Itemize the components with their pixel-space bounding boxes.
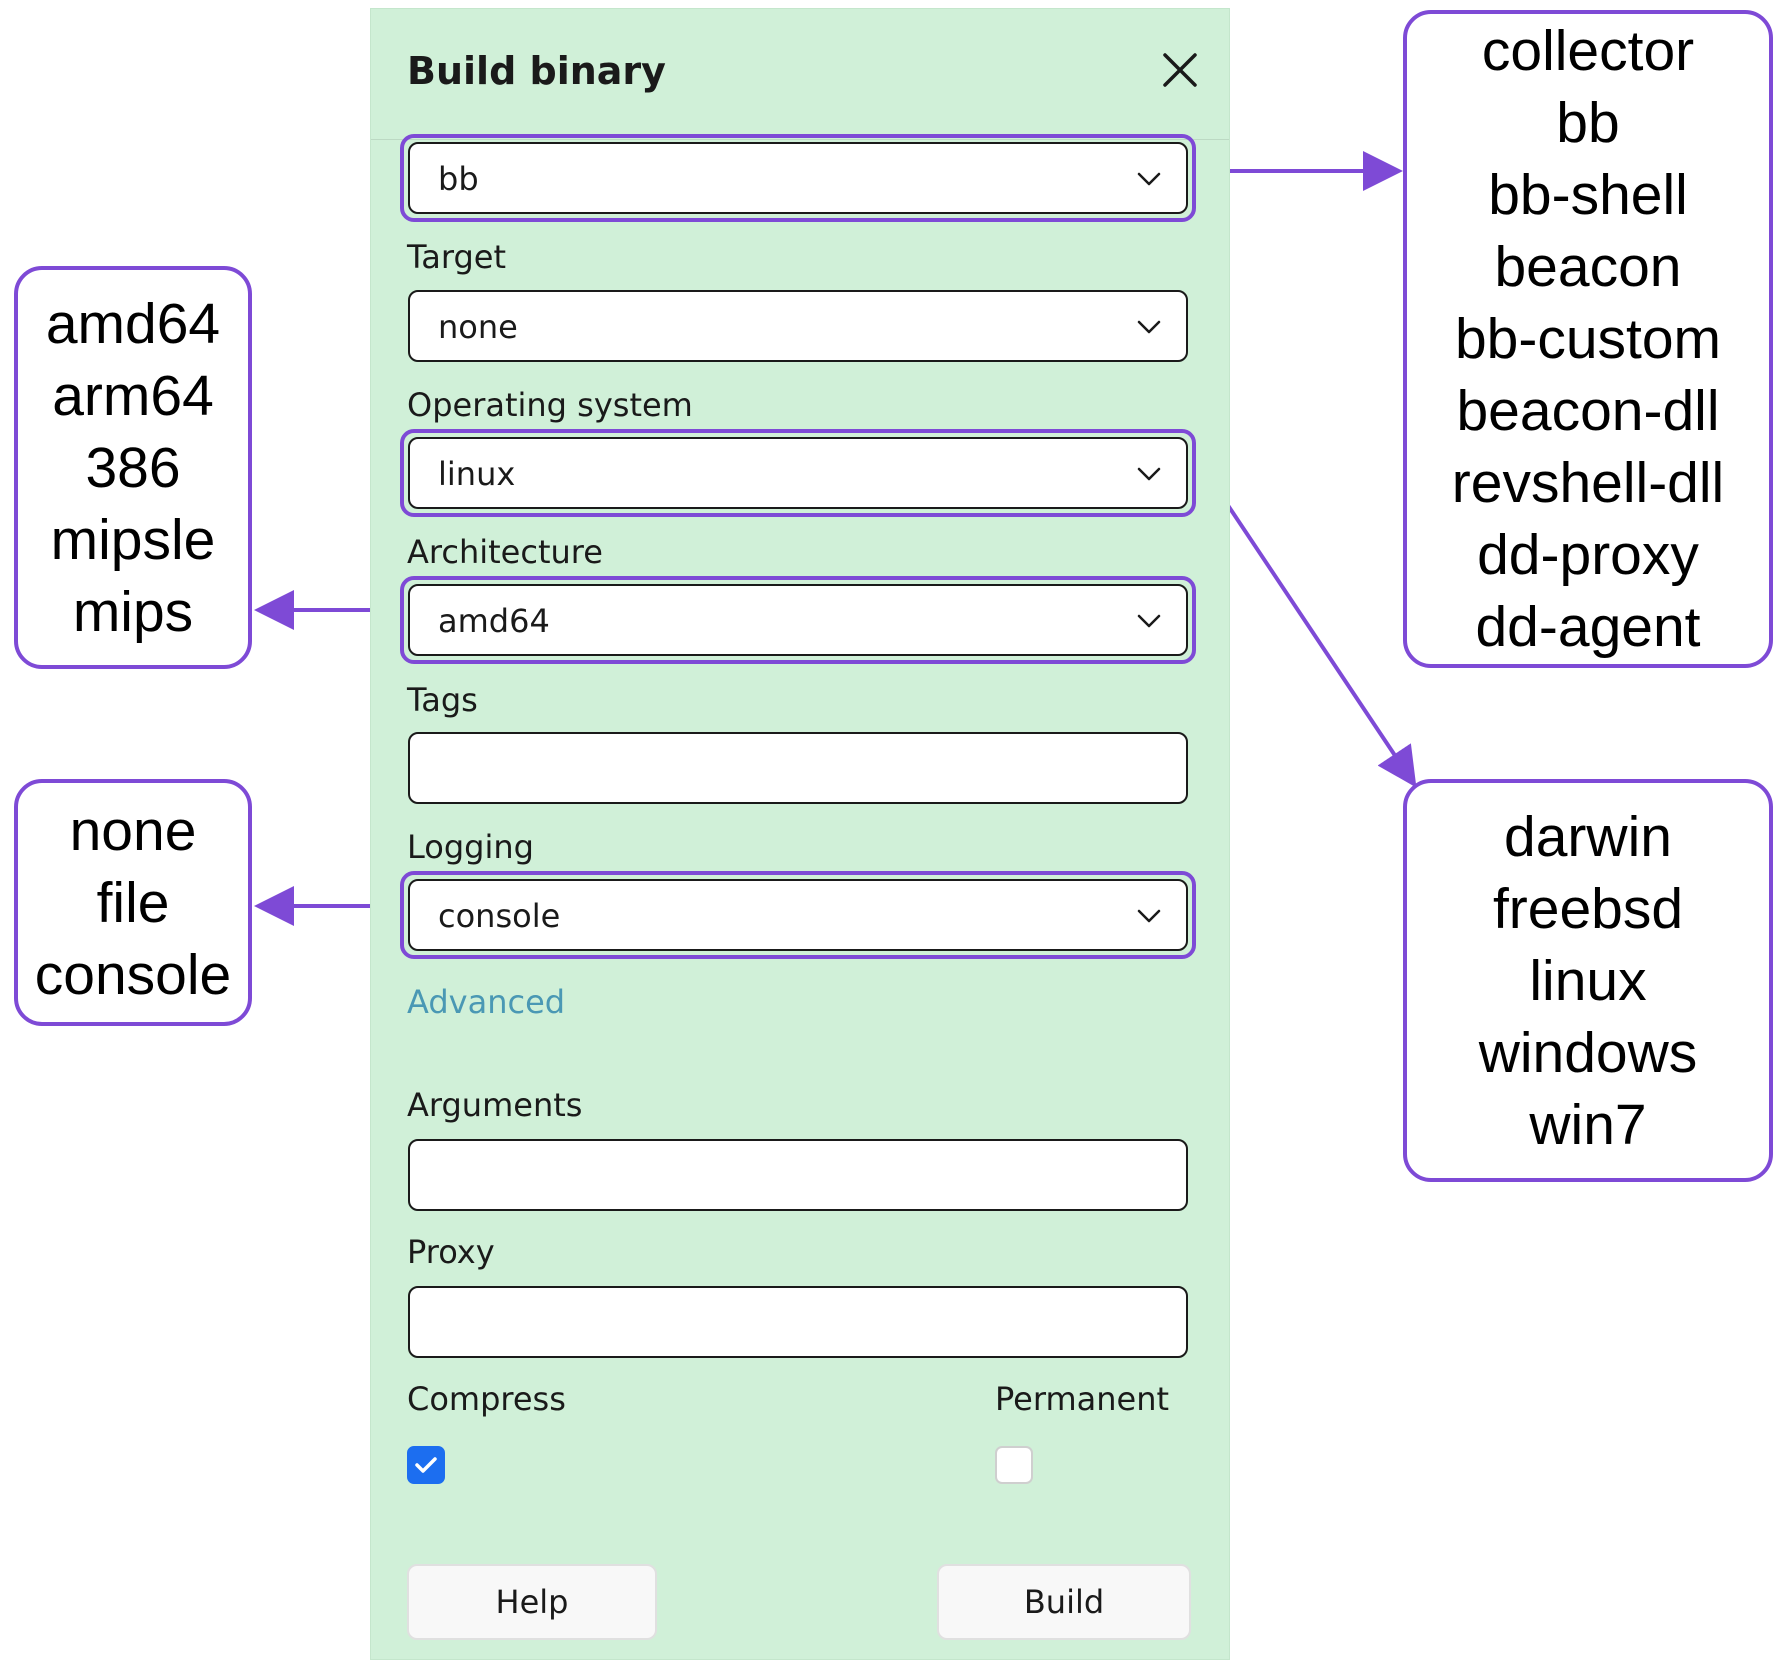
checkmark-icon (415, 1457, 437, 1473)
module-options-callout: collector bb bb-shell beacon bb-custom b… (1403, 10, 1773, 668)
module-option: bb (1556, 91, 1620, 155)
module-option: dd-agent (1475, 595, 1701, 659)
arguments-input[interactable] (408, 1139, 1188, 1211)
logging-option: file (96, 870, 170, 935)
close-icon[interactable] (1159, 49, 1201, 91)
build-binary-dialog: Build binary bb Target none Operating sy… (370, 8, 1230, 1660)
arch-select[interactable]: amd64 (408, 584, 1188, 656)
module-option: beacon (1494, 235, 1682, 299)
os-option: freebsd (1492, 876, 1684, 941)
os-option: linux (1529, 948, 1647, 1013)
module-option: revshell-dll (1451, 451, 1725, 515)
logging-label: Logging (407, 828, 534, 866)
permanent-checkbox[interactable] (995, 1446, 1033, 1484)
arch-option: 386 (85, 435, 181, 500)
compress-checkbox[interactable] (407, 1446, 445, 1484)
logging-options-callout: none file console (14, 779, 252, 1026)
os-option: windows (1478, 1020, 1698, 1085)
arch-select-value: amd64 (438, 602, 550, 640)
target-select[interactable]: none (408, 290, 1188, 362)
module-select[interactable]: bb (408, 142, 1188, 214)
target-select-value: none (438, 308, 518, 346)
logging-option: none (69, 798, 197, 863)
advanced-link[interactable]: Advanced (407, 983, 566, 1021)
proxy-input[interactable] (408, 1286, 1188, 1358)
module-select-value: bb (438, 160, 479, 198)
chevron-down-icon (1134, 606, 1164, 636)
module-option: dd-proxy (1477, 523, 1699, 587)
chevron-down-icon (1134, 459, 1164, 489)
module-option: beacon-dll (1456, 379, 1720, 443)
arch-option: mipsle (50, 507, 216, 572)
os-option: darwin (1504, 804, 1672, 869)
arch-label: Architecture (407, 533, 603, 571)
title-divider (371, 139, 1229, 140)
os-label: Operating system (407, 386, 693, 424)
module-option: bb-custom (1454, 307, 1722, 371)
arch-option: arm64 (52, 363, 214, 428)
module-option: bb-shell (1488, 163, 1688, 227)
proxy-label: Proxy (407, 1233, 495, 1271)
os-select[interactable]: linux (408, 437, 1188, 509)
build-button[interactable]: Build (937, 1564, 1191, 1640)
arch-option: amd64 (45, 291, 221, 356)
permanent-label: Permanent (995, 1380, 1170, 1418)
os-options-callout: darwin freebsd linux windows win7 (1403, 779, 1773, 1182)
chevron-down-icon (1134, 312, 1164, 342)
dialog-title: Build binary (407, 49, 666, 93)
os-option: win7 (1529, 1092, 1647, 1157)
logging-option: console (34, 942, 232, 1007)
chevron-down-icon (1134, 901, 1164, 931)
os-select-value: linux (438, 455, 516, 493)
compress-label: Compress (407, 1380, 566, 1418)
tags-label: Tags (407, 681, 478, 719)
arch-options-callout: amd64 arm64 386 mipsle mips (14, 266, 252, 669)
chevron-down-icon (1134, 164, 1164, 194)
logging-select[interactable]: console (408, 879, 1188, 951)
target-label: Target (407, 238, 506, 276)
arrow-os-to-options (1197, 460, 1417, 788)
tags-input[interactable] (408, 732, 1188, 804)
logging-select-value: console (438, 897, 561, 935)
module-option: collector (1481, 19, 1695, 83)
arch-option: mips (72, 579, 194, 644)
arguments-label: Arguments (407, 1086, 583, 1124)
help-button[interactable]: Help (407, 1564, 657, 1640)
